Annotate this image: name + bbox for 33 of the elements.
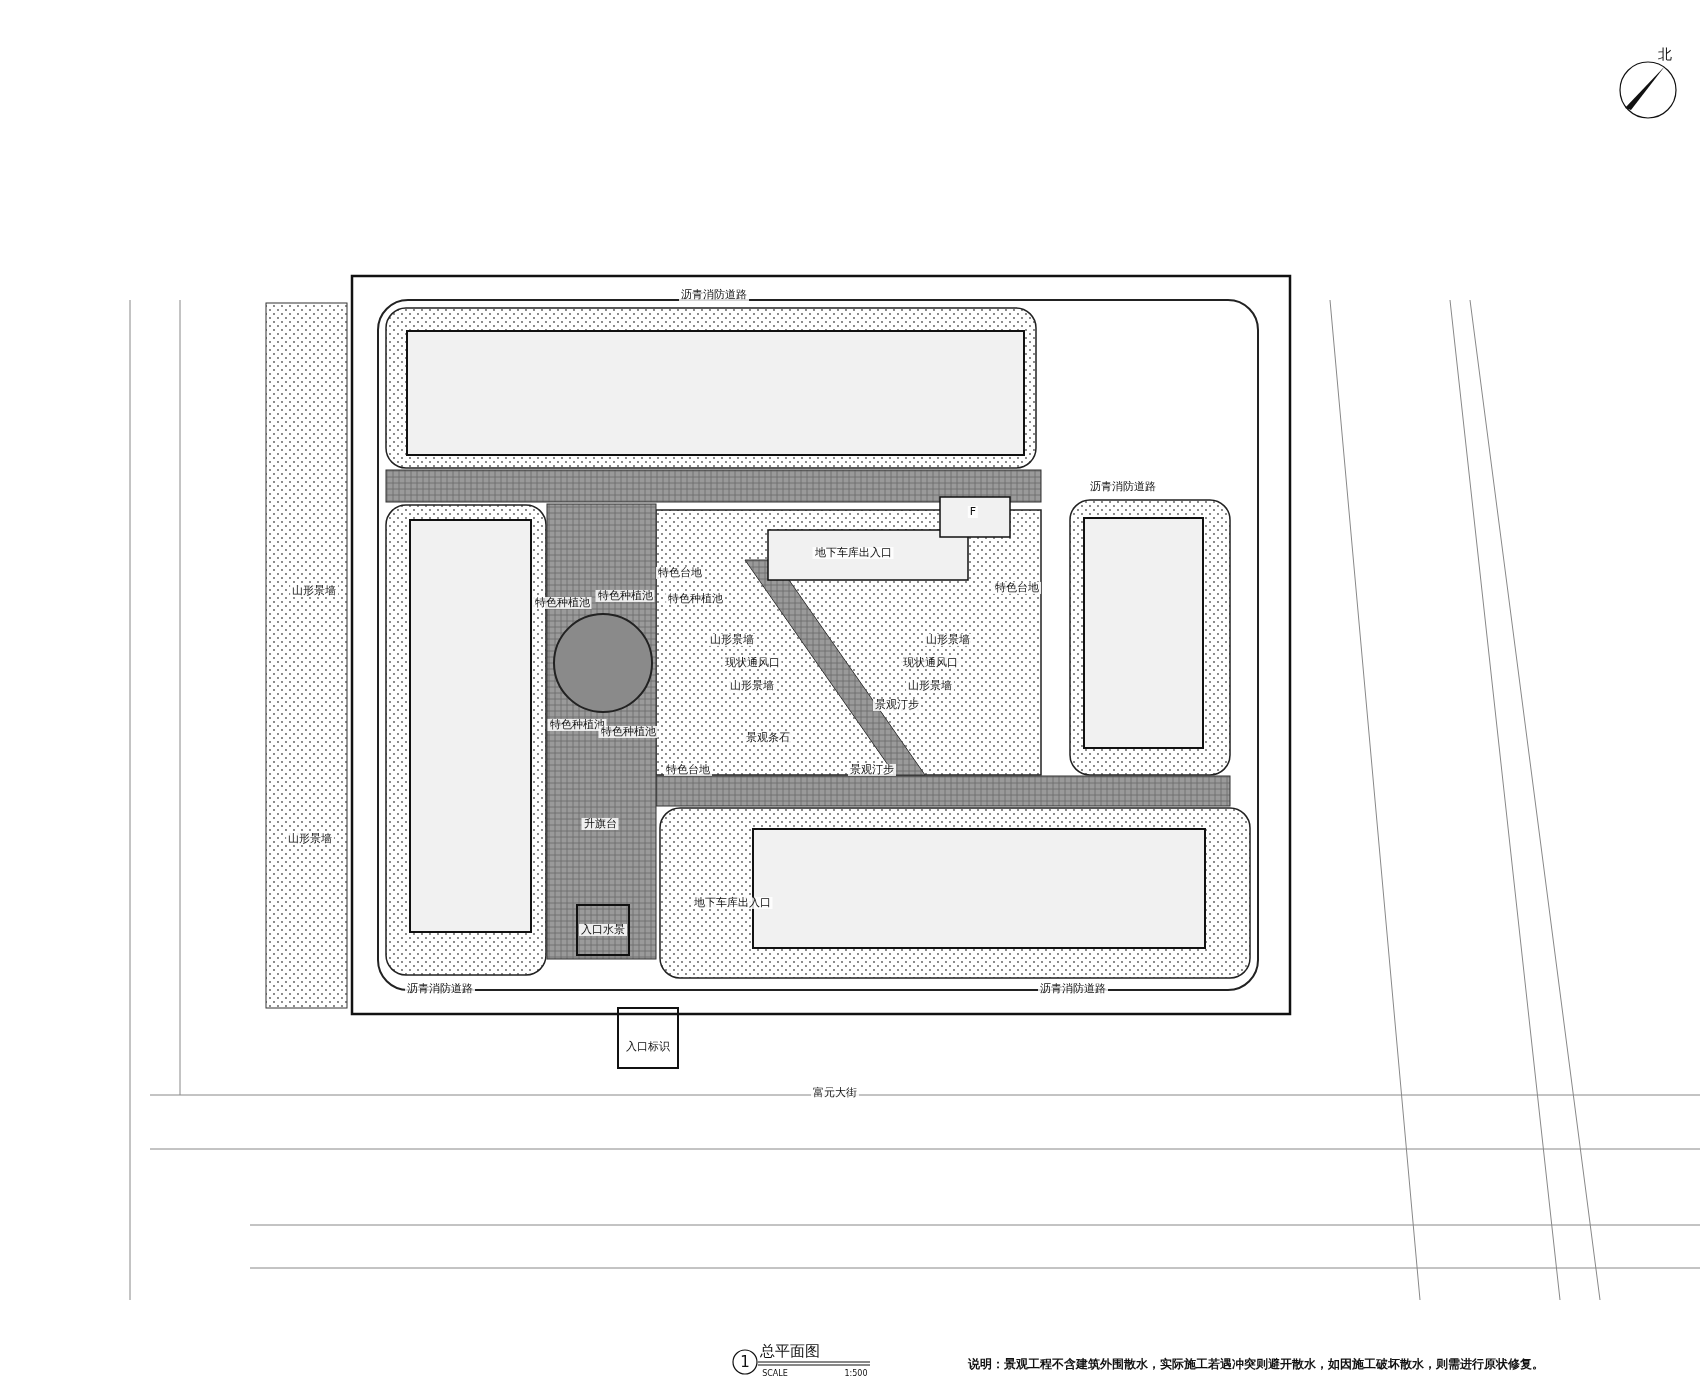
- area-label: 入口水景: [579, 923, 627, 937]
- north-label: 北: [1656, 47, 1674, 63]
- area-label: 现状通风口: [722, 656, 782, 670]
- area-label: 景观汀步: [848, 763, 896, 777]
- area-label: 特色台地: [664, 763, 712, 777]
- area-label: 升旗台: [581, 817, 619, 831]
- area-label: 山形景墙: [906, 679, 954, 693]
- scale-value: 1:500: [842, 1369, 870, 1379]
- road-label: 沥青消防道路: [679, 288, 749, 302]
- area-label: 山形景墙: [728, 679, 776, 693]
- area-label: 山形景墙: [286, 832, 334, 846]
- area-label: 特色台地: [993, 581, 1041, 595]
- area-label: 山形景墙: [708, 633, 756, 647]
- road-label: 沥青消防道路: [1038, 982, 1108, 996]
- scale-label: SCALE: [760, 1369, 790, 1379]
- road-label: 富元大街: [811, 1086, 859, 1100]
- area-label: 特色台地: [656, 566, 704, 580]
- area-label: 特色种植池: [665, 592, 725, 606]
- area-label: 景观条石: [744, 731, 792, 745]
- area-label: 山形景墙: [924, 633, 972, 647]
- area-label: 地下车库出入口: [812, 546, 894, 560]
- area-label: 地下车库出入口: [691, 896, 773, 910]
- area-label: 现状通风口: [900, 656, 960, 670]
- area-label: 入口标识: [624, 1040, 672, 1054]
- area-label: 特色种植池: [532, 596, 592, 610]
- road-label: 沥青消防道路: [1088, 480, 1158, 494]
- area-label: 山形景墙: [290, 584, 338, 598]
- area-label: 特色种植池: [595, 589, 655, 603]
- road-label: 沥青消防道路: [405, 982, 475, 996]
- area-label: F: [967, 505, 979, 519]
- area-label: 景观汀步: [873, 698, 921, 712]
- drawing-title: 总平面图: [758, 1342, 822, 1360]
- drawing-number: 1: [739, 1353, 751, 1371]
